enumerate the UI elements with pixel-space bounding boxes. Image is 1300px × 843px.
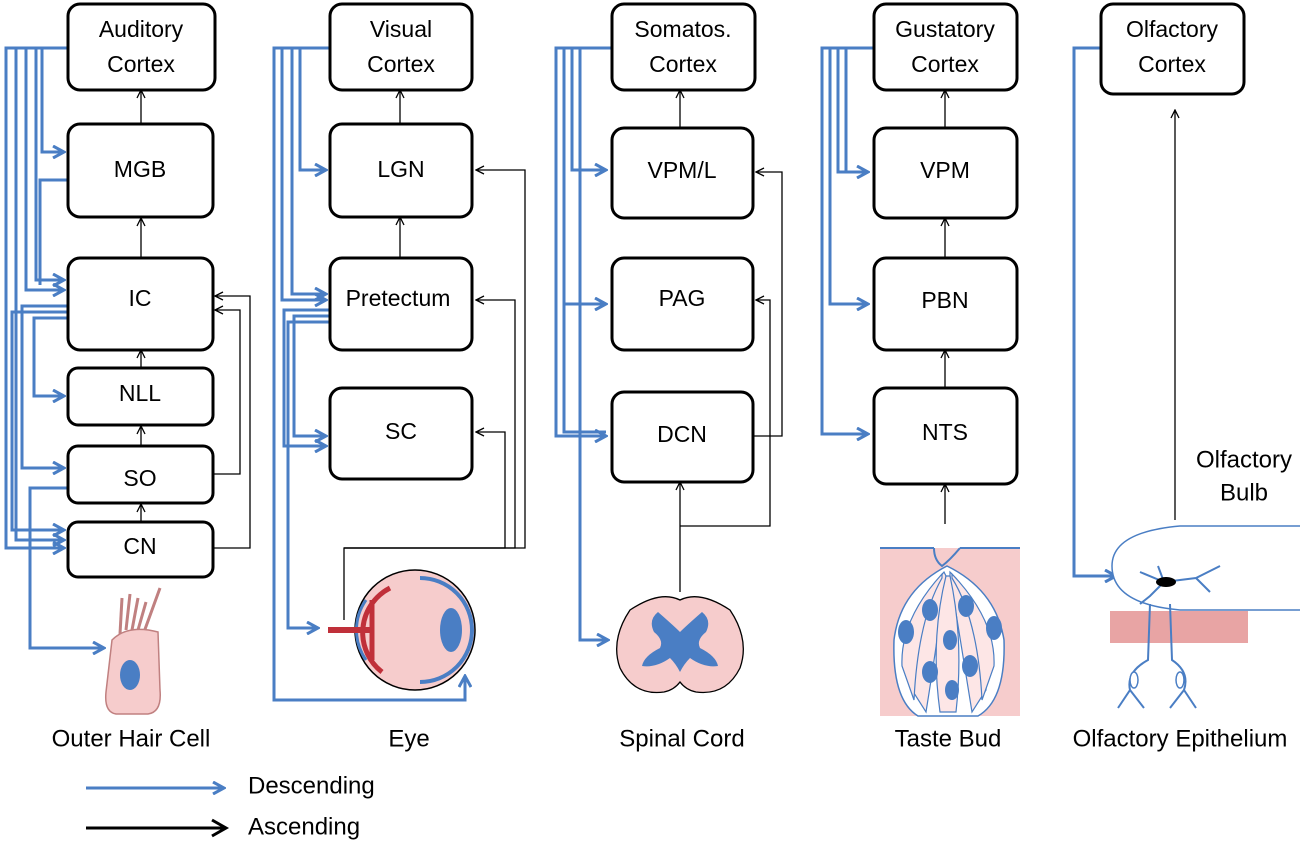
gustatory-column: Gustatory Cortex VPM PBN NTS bbox=[820, 2, 1020, 752]
olfactory-cortex-label-line1: Olfactory bbox=[1126, 16, 1219, 42]
sc-box bbox=[328, 386, 474, 481]
pretectum-label: Pretectum bbox=[346, 285, 451, 311]
olfactory-cortex-box bbox=[1099, 2, 1246, 96]
visual-cortex-box bbox=[328, 2, 474, 92]
so-box bbox=[66, 444, 215, 505]
gustatory-cortex-label-line1: Gustatory bbox=[895, 16, 995, 42]
spinal-cord-illustration bbox=[616, 596, 744, 694]
pag-box bbox=[610, 256, 755, 352]
somatosensory-cortex-label-line2: Cortex bbox=[649, 51, 717, 77]
pbn-box bbox=[872, 256, 1019, 352]
legend: Descending Ascending bbox=[86, 772, 375, 840]
nts-label: NTS bbox=[922, 419, 968, 445]
outer-hair-cell-caption: Outer Hair Cell bbox=[52, 725, 211, 752]
cn-label: CN bbox=[123, 533, 156, 559]
gustatory-cortex-label-line2: Cortex bbox=[911, 51, 979, 77]
vpm-label: VPM bbox=[920, 157, 970, 183]
olfactory-descending-pathways bbox=[1072, 46, 1116, 576]
legend-descending-label: Descending bbox=[248, 772, 375, 799]
nll-box bbox=[66, 366, 215, 427]
olfactory-epithelium-caption: Olfactory Epithelium bbox=[1073, 725, 1288, 752]
nts-box bbox=[872, 386, 1019, 486]
visual-column: Visual Cortex LGN Pretectum SC Eye bbox=[272, 2, 526, 752]
auditory-column: Auditory Cortex MGB IC NLL SO CN Outer H… bbox=[4, 2, 251, 752]
somatosensory-descending-pathways bbox=[554, 46, 612, 640]
somatosensory-column: Somatos. Cortex VPM/L PAG DCN Spinal Cor… bbox=[554, 2, 783, 752]
auditory-cortex-box bbox=[66, 2, 217, 92]
mgb-label: MGB bbox=[114, 156, 166, 182]
ic-label: IC bbox=[129, 285, 152, 311]
lgn-label: LGN bbox=[377, 156, 424, 182]
somatosensory-cortex-label-line1: Somatos. bbox=[634, 16, 731, 42]
olfactory-cortex-label-line2: Cortex bbox=[1138, 51, 1206, 77]
outer-hair-cell-illustration bbox=[104, 587, 162, 715]
dcn-label: DCN bbox=[657, 421, 707, 447]
lgn-box bbox=[328, 122, 474, 219]
auditory-ascending-pathways bbox=[141, 90, 251, 549]
auditory-cortex-label-line2: Cortex bbox=[107, 51, 175, 77]
somatosensory-ascending-pathways bbox=[680, 90, 783, 592]
auditory-cortex-label-line1: Auditory bbox=[99, 16, 184, 42]
visual-cortex-label-line2: Cortex bbox=[367, 51, 435, 77]
cn-box bbox=[66, 520, 215, 579]
eye-illustration bbox=[328, 569, 476, 691]
visual-cortex-label-line1: Visual bbox=[370, 16, 432, 42]
gustatory-descending-pathways bbox=[820, 46, 874, 434]
pag-label: PAG bbox=[659, 285, 706, 311]
visual-ascending-pathways bbox=[343, 90, 526, 620]
vpm-box bbox=[872, 126, 1019, 220]
gustatory-cortex-box bbox=[872, 2, 1019, 92]
vpml-box bbox=[610, 126, 755, 220]
taste-bud-caption: Taste Bud bbox=[895, 725, 1002, 752]
so-label: SO bbox=[123, 465, 156, 491]
olfactory-bulb-label-line2: Bulb bbox=[1220, 479, 1268, 506]
taste-bud-illustration bbox=[880, 547, 1020, 717]
legend-ascending-label: Ascending bbox=[248, 813, 360, 840]
pretectum-box bbox=[328, 256, 474, 352]
spinal-cord-caption: Spinal Cord bbox=[619, 725, 744, 752]
pbn-label: PBN bbox=[921, 287, 968, 313]
mgb-box bbox=[66, 122, 215, 219]
sc-label: SC bbox=[385, 418, 417, 444]
eye-caption: Eye bbox=[388, 725, 429, 752]
visual-descending-pathways bbox=[272, 46, 465, 702]
nll-label: NLL bbox=[119, 380, 161, 406]
vpml-label: VPM/L bbox=[647, 157, 716, 183]
ic-box bbox=[66, 256, 215, 352]
auditory-descending-pathways bbox=[4, 46, 104, 648]
olfactory-column: Olfactory Cortex Olfactory Bulb Olfactor… bbox=[1072, 2, 1300, 752]
olfactory-bulb-label-line1: Olfactory bbox=[1196, 446, 1292, 473]
olfactory-epithelium-illustration bbox=[1110, 525, 1300, 709]
legend-ascending-arrowhead bbox=[211, 818, 230, 838]
dcn-box bbox=[610, 390, 755, 484]
somatosensory-cortex-box bbox=[610, 2, 757, 92]
